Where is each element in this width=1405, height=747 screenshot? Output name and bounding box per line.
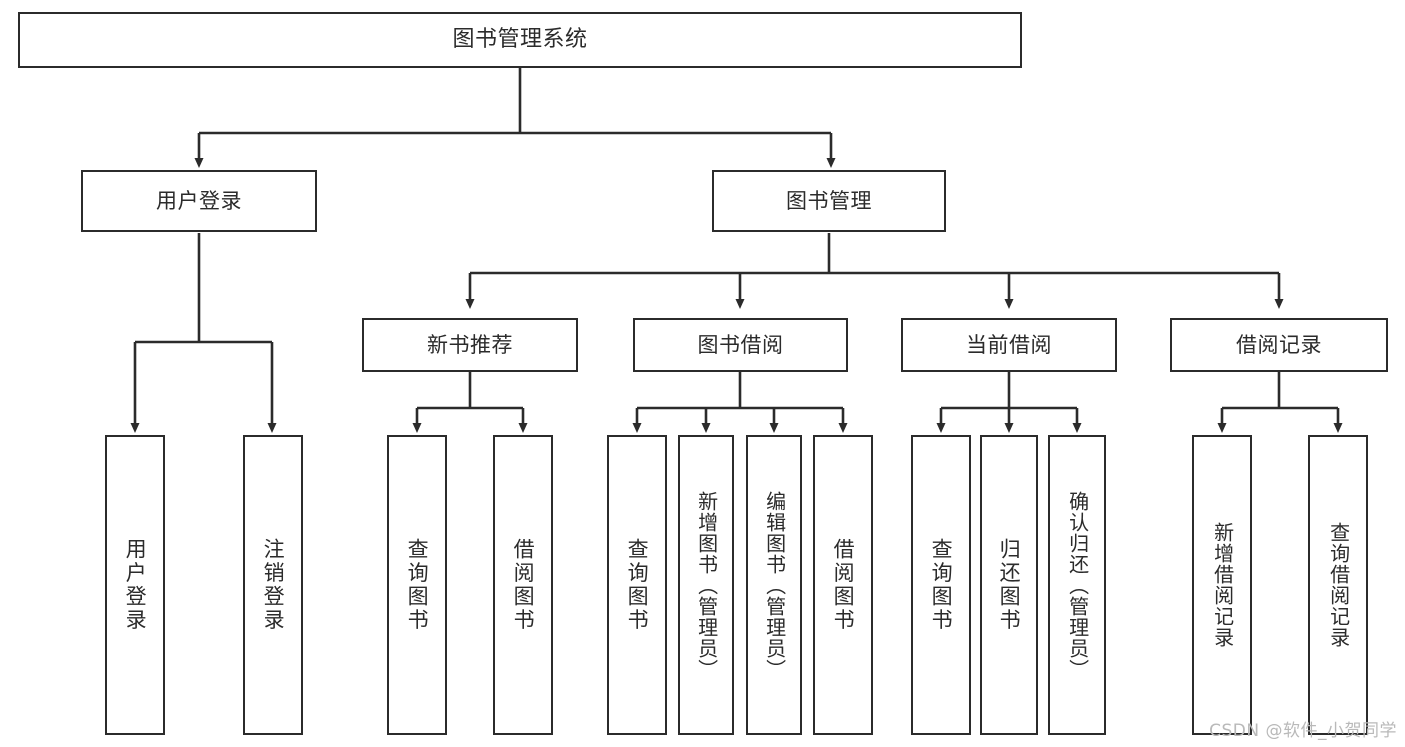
node-label: 查询借阅记录 bbox=[1326, 522, 1351, 648]
node-label: 用户登录 bbox=[123, 538, 148, 632]
node-label: 新增借阅记录 bbox=[1210, 522, 1235, 648]
leaf-query-book-2[interactable]: 查询图书 bbox=[607, 435, 667, 735]
leaf-add-record[interactable]: 新增借阅记录 bbox=[1192, 435, 1252, 735]
leaf-add-book[interactable]: 新增图书（管理员） bbox=[678, 435, 734, 735]
node-borrow-record[interactable]: 借阅记录 bbox=[1170, 318, 1388, 372]
leaf-borrow-book-2[interactable]: 借阅图书 bbox=[813, 435, 873, 735]
node-label: 当前借阅 bbox=[966, 332, 1052, 357]
node-book-management[interactable]: 图书管理 bbox=[712, 170, 946, 232]
node-user-login[interactable]: 用户登录 bbox=[81, 170, 317, 232]
leaf-user-login[interactable]: 用户登录 bbox=[105, 435, 165, 735]
leaf-return-book[interactable]: 归还图书 bbox=[980, 435, 1038, 735]
node-new-book-recommend[interactable]: 新书推荐 bbox=[362, 318, 578, 372]
node-label: 编辑图书（管理员） bbox=[762, 490, 787, 680]
node-label: 借阅图书 bbox=[511, 538, 536, 632]
node-book-borrow[interactable]: 图书借阅 bbox=[633, 318, 848, 372]
node-label: 注销登录 bbox=[261, 538, 286, 632]
leaf-user-logout[interactable]: 注销登录 bbox=[243, 435, 303, 735]
leaf-confirm-return[interactable]: 确认归还（管理员） bbox=[1048, 435, 1106, 735]
leaf-edit-book[interactable]: 编辑图书（管理员） bbox=[746, 435, 802, 735]
node-label: 确认归还（管理员） bbox=[1065, 490, 1090, 680]
node-label: 归还图书 bbox=[997, 538, 1022, 632]
leaf-query-book-3[interactable]: 查询图书 bbox=[911, 435, 971, 735]
leaf-query-record[interactable]: 查询借阅记录 bbox=[1308, 435, 1368, 735]
node-label: 图书借阅 bbox=[697, 332, 784, 357]
node-label: 用户登录 bbox=[156, 188, 242, 213]
leaf-borrow-book-1[interactable]: 借阅图书 bbox=[493, 435, 553, 735]
node-current-borrow[interactable]: 当前借阅 bbox=[901, 318, 1117, 372]
watermark-text: CSDN @软件_小贺同学 bbox=[1209, 721, 1397, 741]
node-label: 查询图书 bbox=[625, 538, 650, 632]
leaf-query-book-1[interactable]: 查询图书 bbox=[387, 435, 447, 735]
node-label: 借阅记录 bbox=[1236, 332, 1322, 357]
node-label: 查询图书 bbox=[929, 538, 954, 632]
node-label: 图书管理 bbox=[786, 188, 872, 213]
node-label: 新增图书（管理员） bbox=[694, 490, 719, 680]
node-label: 图书管理系统 bbox=[452, 27, 588, 53]
node-root-system[interactable]: 图书管理系统 bbox=[18, 12, 1022, 68]
node-label: 借阅图书 bbox=[831, 538, 856, 632]
node-label: 新书推荐 bbox=[427, 332, 513, 357]
node-label: 查询图书 bbox=[405, 538, 430, 632]
